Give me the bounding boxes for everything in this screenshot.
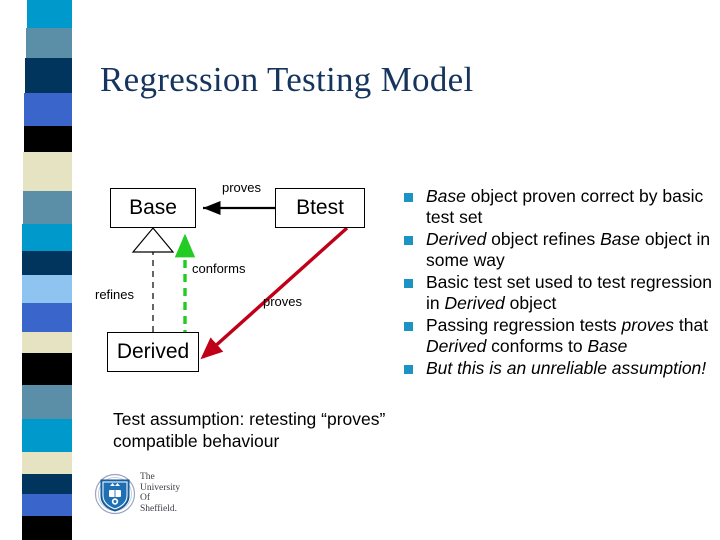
stripe-band-11	[22, 332, 72, 353]
stripe-band-7	[22, 224, 72, 251]
edge-label-proves-red: proves	[263, 294, 303, 309]
edge-label-conforms: conforms	[192, 261, 246, 276]
logo-line-the: The	[140, 472, 155, 482]
bullet-list: Base object proven correct by basic test…	[404, 186, 716, 380]
stripe-band-19	[22, 474, 72, 494]
stripe-band-1	[26, 28, 72, 58]
bullet-unreliable: But this is an unreliable assumption!	[426, 358, 707, 378]
stripe-band-6	[23, 191, 72, 224]
stripe-band-20	[22, 494, 72, 516]
stripe-band-13	[22, 385, 72, 419]
node-derived[interactable]: Derived	[107, 332, 199, 372]
stripe-band-9	[22, 275, 72, 303]
stripe-band-21	[22, 516, 72, 540]
logo-wordmark: The University Of Sheffield.	[140, 472, 180, 514]
bullet-derived-refines: Derived object refines Base object in so…	[426, 229, 711, 270]
stripe-band-8	[22, 251, 72, 275]
edge-proves-btest-to-derived	[200, 226, 349, 360]
stripe-band-3	[24, 93, 72, 126]
stripe-band-5	[23, 152, 72, 191]
stripe-band-4	[24, 126, 72, 152]
decorative-color-stripe	[0, 0, 90, 540]
test-assumption-caption: Test assumption: retesting “proves” comp…	[113, 409, 386, 451]
list-item: But this is an unreliable assumption!	[404, 358, 716, 379]
university-of-sheffield-logo: The University Of Sheffield.	[94, 470, 224, 522]
bullet-passing-tests: Passing regression tests proves that Der…	[426, 315, 709, 356]
stripe-band-17	[22, 430, 72, 452]
stripe-band-12	[22, 353, 72, 385]
stripe-band-0	[27, 0, 72, 28]
list-item: Passing regression tests proves that Der…	[404, 315, 716, 357]
bullet-base-proven: Base object proven correct by basic test…	[426, 186, 704, 227]
bullet-basic-test-set: Basic test set used to test regression i…	[426, 272, 712, 313]
regression-testing-diagram: Base : solid black "proves" arrow --> Ba…	[0, 0, 420, 400]
bullet-square-icon	[404, 279, 413, 288]
bullet-square-icon	[404, 322, 413, 331]
bullet-square-icon	[404, 193, 413, 202]
edge-label-refines: refines	[95, 287, 135, 302]
list-item: Base object proven correct by basic test…	[404, 186, 716, 228]
logo-line-university: University	[140, 482, 181, 493]
logo-line-of: Of	[140, 493, 151, 503]
bullet-square-icon	[404, 365, 413, 374]
stripe-band-18	[22, 452, 72, 474]
stripe-band-10	[22, 303, 72, 332]
list-item: Derived object refines Base object in so…	[404, 229, 716, 271]
stripe-band-2	[25, 58, 72, 93]
node-base[interactable]: Base	[110, 188, 196, 228]
logo-line-sheffield: Sheffield.	[140, 503, 178, 514]
edge-label-proves-top: proves	[222, 180, 262, 195]
page-title: Regression Testing Model	[100, 60, 474, 99]
diagram-edges: Base : solid black "proves" arrow --> Ba…	[131, 200, 349, 360]
list-item: Basic test set used to test regression i…	[404, 272, 716, 314]
bullet-square-icon	[404, 236, 413, 245]
node-btest[interactable]: Btest	[275, 188, 365, 228]
generalisation-triangle-icon	[131, 227, 175, 253]
sheffield-crest-icon	[94, 473, 136, 515]
